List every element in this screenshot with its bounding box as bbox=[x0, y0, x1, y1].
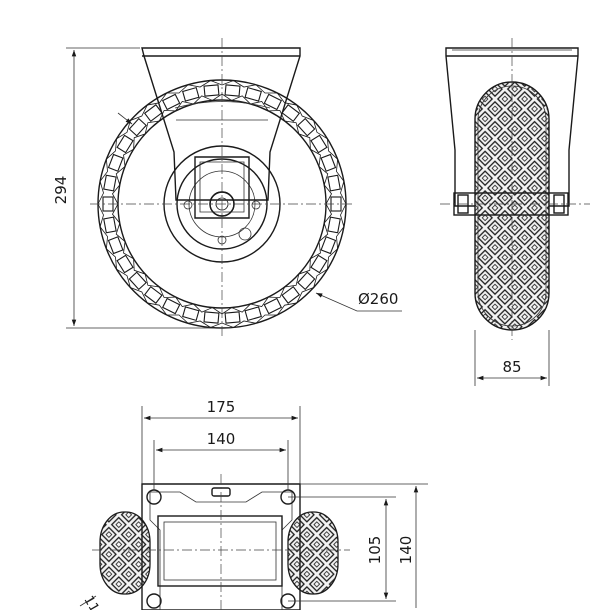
dim-wheel-width: 85 bbox=[502, 358, 521, 376]
dim-height-total: 294 bbox=[52, 176, 70, 205]
tread-block bbox=[320, 236, 337, 255]
dim-cut-label: 11 bbox=[80, 593, 101, 610]
tread-block bbox=[263, 297, 283, 315]
tread-zigzag bbox=[284, 273, 314, 304]
tread-block bbox=[143, 285, 163, 304]
tread-zigzag bbox=[99, 222, 126, 249]
front-fork bbox=[141, 47, 301, 201]
tread-zigzag bbox=[106, 241, 134, 270]
tread-block bbox=[203, 311, 220, 324]
tread-zigzag bbox=[310, 241, 338, 270]
tread-block bbox=[327, 174, 341, 192]
tread-block bbox=[116, 254, 134, 274]
tread-zigzag bbox=[187, 80, 213, 105]
tread-block bbox=[128, 271, 147, 291]
tread-block bbox=[244, 306, 262, 322]
front-bolt-right bbox=[251, 200, 261, 210]
tread-block bbox=[128, 117, 147, 137]
tread-block bbox=[116, 134, 134, 154]
tread-block bbox=[182, 306, 200, 322]
front-fork-leg bbox=[194, 156, 250, 219]
top-plate-window bbox=[157, 515, 283, 587]
tread-zigzag bbox=[97, 181, 121, 205]
front-valve bbox=[238, 227, 252, 241]
tread-zigzag bbox=[116, 258, 146, 288]
tread-zigzag bbox=[323, 203, 347, 227]
dim-plate-width-outer: 175 bbox=[207, 398, 236, 416]
tread-block bbox=[103, 216, 117, 234]
dim-plate-length-outer: 140 bbox=[397, 536, 415, 565]
tread-block bbox=[203, 84, 220, 97]
tread-zigzag bbox=[250, 84, 278, 112]
tread-zigzag bbox=[231, 80, 257, 105]
tread-block bbox=[224, 311, 241, 324]
tread-zigzag bbox=[298, 120, 328, 150]
tread-block bbox=[161, 93, 181, 111]
tread-zigzag bbox=[99, 159, 126, 186]
tread-zigzag bbox=[310, 138, 338, 167]
tread-block bbox=[297, 117, 316, 137]
tread-zigzag bbox=[268, 286, 297, 316]
tread-block bbox=[263, 93, 283, 111]
tread-zigzag bbox=[231, 303, 257, 328]
tread-zigzag bbox=[323, 181, 347, 205]
front-view: 294 Ø260 bbox=[52, 38, 402, 338]
tread-zigzag bbox=[147, 286, 176, 316]
tread-block bbox=[161, 297, 181, 315]
tread-zigzag bbox=[298, 258, 328, 288]
tread-block bbox=[327, 216, 341, 234]
tread-zigzag bbox=[116, 120, 146, 150]
tread-block bbox=[244, 86, 262, 102]
tread-block bbox=[297, 271, 316, 291]
side-view: 85 bbox=[440, 38, 590, 386]
tread-zigzag bbox=[130, 104, 160, 135]
top-mount-hole-bl bbox=[146, 593, 162, 609]
top-plate bbox=[141, 483, 301, 610]
dim-plate-width-holes: 140 bbox=[207, 430, 236, 448]
side-fork bbox=[445, 47, 579, 207]
tread-zigzag bbox=[284, 104, 314, 135]
tread-zigzag bbox=[250, 296, 278, 324]
tread-zigzag bbox=[106, 138, 134, 167]
dim-plate-length-holes: 105 bbox=[366, 536, 384, 565]
tread-block bbox=[281, 285, 301, 304]
tread-zigzag bbox=[318, 222, 345, 249]
dim-wheel-diameter: Ø260 bbox=[358, 290, 398, 308]
tread-zigzag bbox=[166, 296, 194, 324]
tread-zigzag bbox=[166, 84, 194, 112]
tread-zigzag bbox=[187, 303, 213, 328]
top-view: 175 140 105 140 11 bbox=[79, 398, 428, 610]
tread-block bbox=[103, 174, 117, 192]
tread-block bbox=[182, 86, 200, 102]
tread-zigzag bbox=[97, 203, 121, 227]
tread-block bbox=[143, 104, 163, 123]
tread-block bbox=[310, 134, 328, 154]
tread-block bbox=[310, 254, 328, 274]
tread-block bbox=[281, 104, 301, 123]
top-tire-right bbox=[287, 511, 339, 595]
tread-block bbox=[107, 153, 124, 172]
top-tire-left bbox=[99, 511, 151, 595]
tread-zigzag bbox=[130, 273, 160, 304]
tread-block bbox=[320, 153, 337, 172]
tread-block bbox=[224, 84, 241, 97]
tread-block bbox=[107, 236, 124, 255]
front-bolt-left bbox=[183, 200, 193, 210]
front-tread-blocks bbox=[97, 80, 347, 328]
tread-zigzag bbox=[318, 159, 345, 186]
